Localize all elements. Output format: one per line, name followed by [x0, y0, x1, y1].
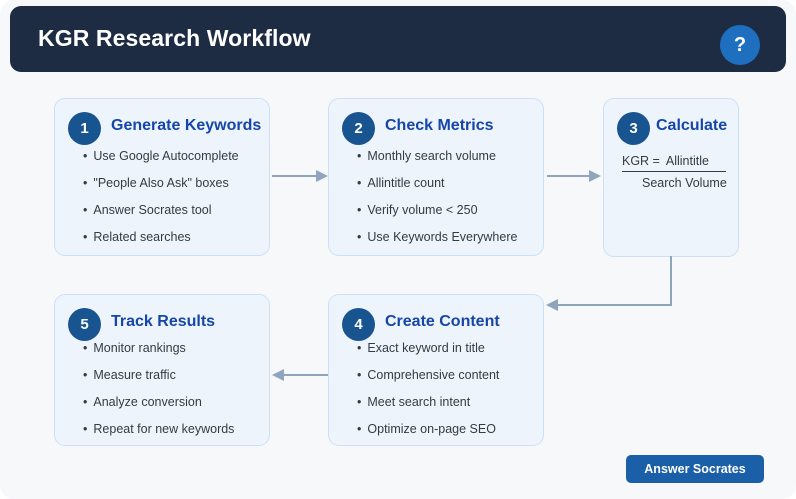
formula-lead: KGR = — [622, 154, 660, 168]
step-badge-2: 2 — [342, 112, 375, 145]
list-item: Verify volume < 250 — [357, 203, 533, 218]
step-card-1[interactable]: 1 Generate Keywords Use Google Autocompl… — [54, 98, 270, 256]
step-badge-4: 4 — [342, 308, 375, 341]
list-item: Comprehensive content — [357, 368, 533, 383]
list-item: Repeat for new keywords — [83, 422, 259, 437]
formula-numerator-row: KGR = Allintitle — [622, 154, 726, 172]
step-list-2: Monthly search volume Allintitle count V… — [357, 149, 533, 257]
step-badge-5: 5 — [68, 308, 101, 341]
step-title-3: Calculate — [656, 117, 728, 134]
connector-step4-to-step5 — [272, 369, 328, 381]
list-item: Exact keyword in title — [357, 341, 533, 356]
list-item: Analyze conversion — [83, 395, 259, 410]
step-badge-1: 1 — [68, 112, 101, 145]
step-card-2[interactable]: 2 Check Metrics Monthly search volume Al… — [328, 98, 544, 256]
step-title-2: Check Metrics — [385, 117, 494, 134]
page-title: KGR Research Workflow — [38, 25, 311, 51]
step-title-1: Generate Keywords — [111, 117, 262, 134]
step-badge-3: 3 — [617, 112, 650, 145]
step-list-1: Use Google Autocomplete "People Also Ask… — [83, 149, 259, 257]
list-item: Monthly search volume — [357, 149, 533, 164]
step-card-5[interactable]: 5 Track Results Monitor rankings Measure… — [54, 294, 270, 446]
list-item: Allintitle count — [357, 176, 533, 191]
list-item: Optimize on-page SEO — [357, 422, 533, 437]
connector-step1-to-step2 — [272, 170, 328, 182]
list-item: Answer Socrates tool — [83, 203, 259, 218]
step-list-5: Monitor rankings Measure traffic Analyze… — [83, 341, 259, 449]
step-list-4: Exact keyword in title Comprehensive con… — [357, 341, 533, 449]
step-title-5: Track Results — [111, 313, 216, 330]
list-item: Use Google Autocomplete — [83, 149, 259, 164]
connector-step3-to-step4 — [546, 256, 672, 311]
list-item: Related searches — [83, 230, 259, 245]
help-icon[interactable]: ? — [720, 25, 760, 65]
list-item: Measure traffic — [83, 368, 259, 383]
list-item: Meet search intent — [357, 395, 533, 410]
step-card-3[interactable]: 3 Calculate KGR = Allintitle Search Volum… — [603, 98, 739, 257]
step-title-4: Create Content — [385, 313, 500, 330]
list-item: "People Also Ask" boxes — [83, 176, 259, 191]
formula-numerator: Allintitle — [665, 154, 709, 168]
connector-step2-to-step3 — [547, 170, 601, 182]
list-item: Use Keywords Everywhere — [357, 230, 533, 245]
kgr-formula: KGR = Allintitle Search Volume — [622, 154, 727, 190]
step-card-4[interactable]: 4 Create Content Exact keyword in title … — [328, 294, 544, 446]
list-item: Monitor rankings — [83, 341, 259, 356]
header-bar: KGR Research Workflow ? — [10, 6, 786, 72]
answer-socrates-button[interactable]: Answer Socrates — [626, 455, 764, 483]
formula-denominator: Search Volume — [642, 176, 727, 190]
